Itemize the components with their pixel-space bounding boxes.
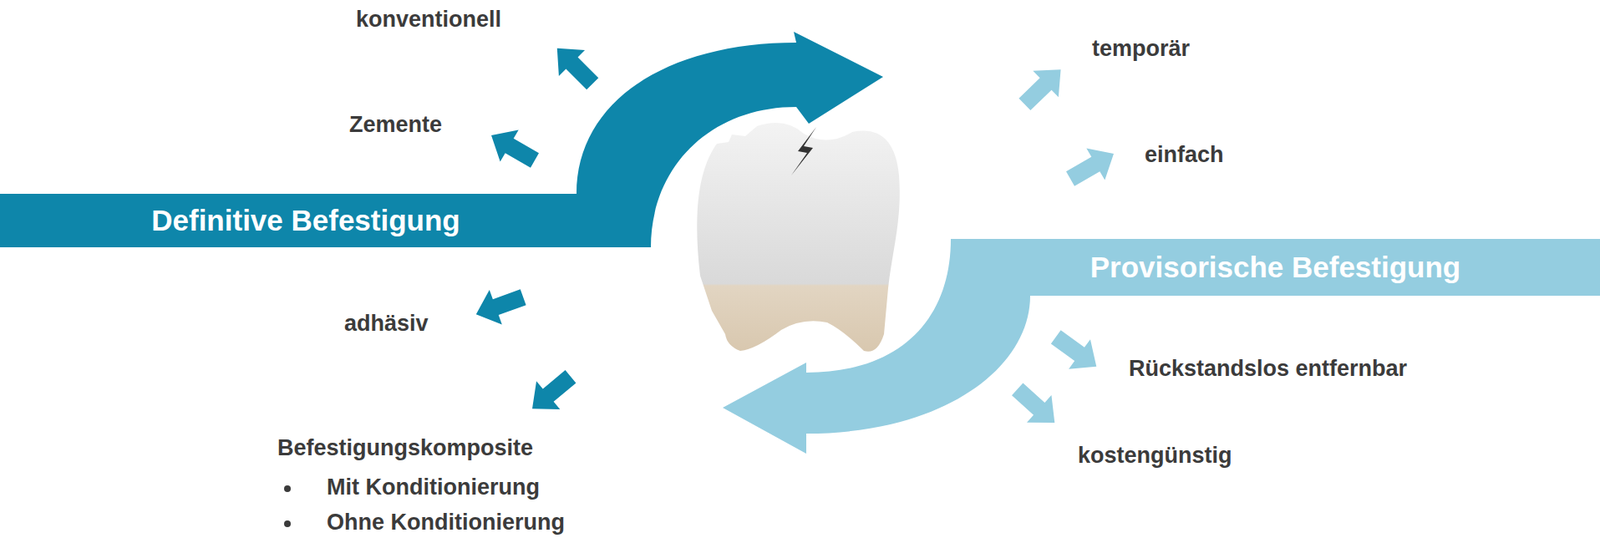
bullet-dot: [284, 485, 291, 493]
pointer-arrow: [1061, 137, 1123, 195]
tooth-illustration: [696, 122, 900, 352]
pointer-arrow: [543, 35, 606, 97]
feature-label: temporär: [1092, 35, 1190, 62]
bullet-item: Mit Konditionierung: [326, 474, 540, 501]
bullet-dot: [284, 520, 291, 528]
feature-label: konventionell: [355, 6, 502, 33]
provisional-band: Provisorische Befestigung: [722, 238, 1600, 456]
pointer-arrow: [482, 119, 544, 177]
feature-label: Zemente: [349, 111, 442, 138]
band-title: Provisorische Befestigung: [950, 238, 1600, 296]
band-arrow-outline: [0, 31, 884, 248]
pointer-arrow: [1045, 322, 1108, 382]
feature-label: kostengünstig: [1077, 442, 1233, 469]
feature-label: adhäsiv: [344, 310, 429, 337]
pointer-arrow: [469, 279, 529, 332]
pointer-arrow: [520, 362, 583, 423]
band-arrow-outline: [722, 238, 1600, 454]
feature-label: Befestigungskomposite: [277, 435, 534, 462]
band-title: Definitive Befestigung: [0, 193, 612, 248]
feature-label: einfach: [1144, 142, 1225, 168]
feature-label: Rückstandslos entfernbar: [1128, 355, 1407, 382]
lightning-bolt: [791, 126, 817, 176]
pointer-arrow: [1005, 375, 1067, 437]
definitive-band: Definitive Befestigung: [0, 31, 886, 248]
pointer-arrow: [1011, 55, 1074, 117]
bullet-item: Ohne Konditionierung: [326, 509, 565, 536]
